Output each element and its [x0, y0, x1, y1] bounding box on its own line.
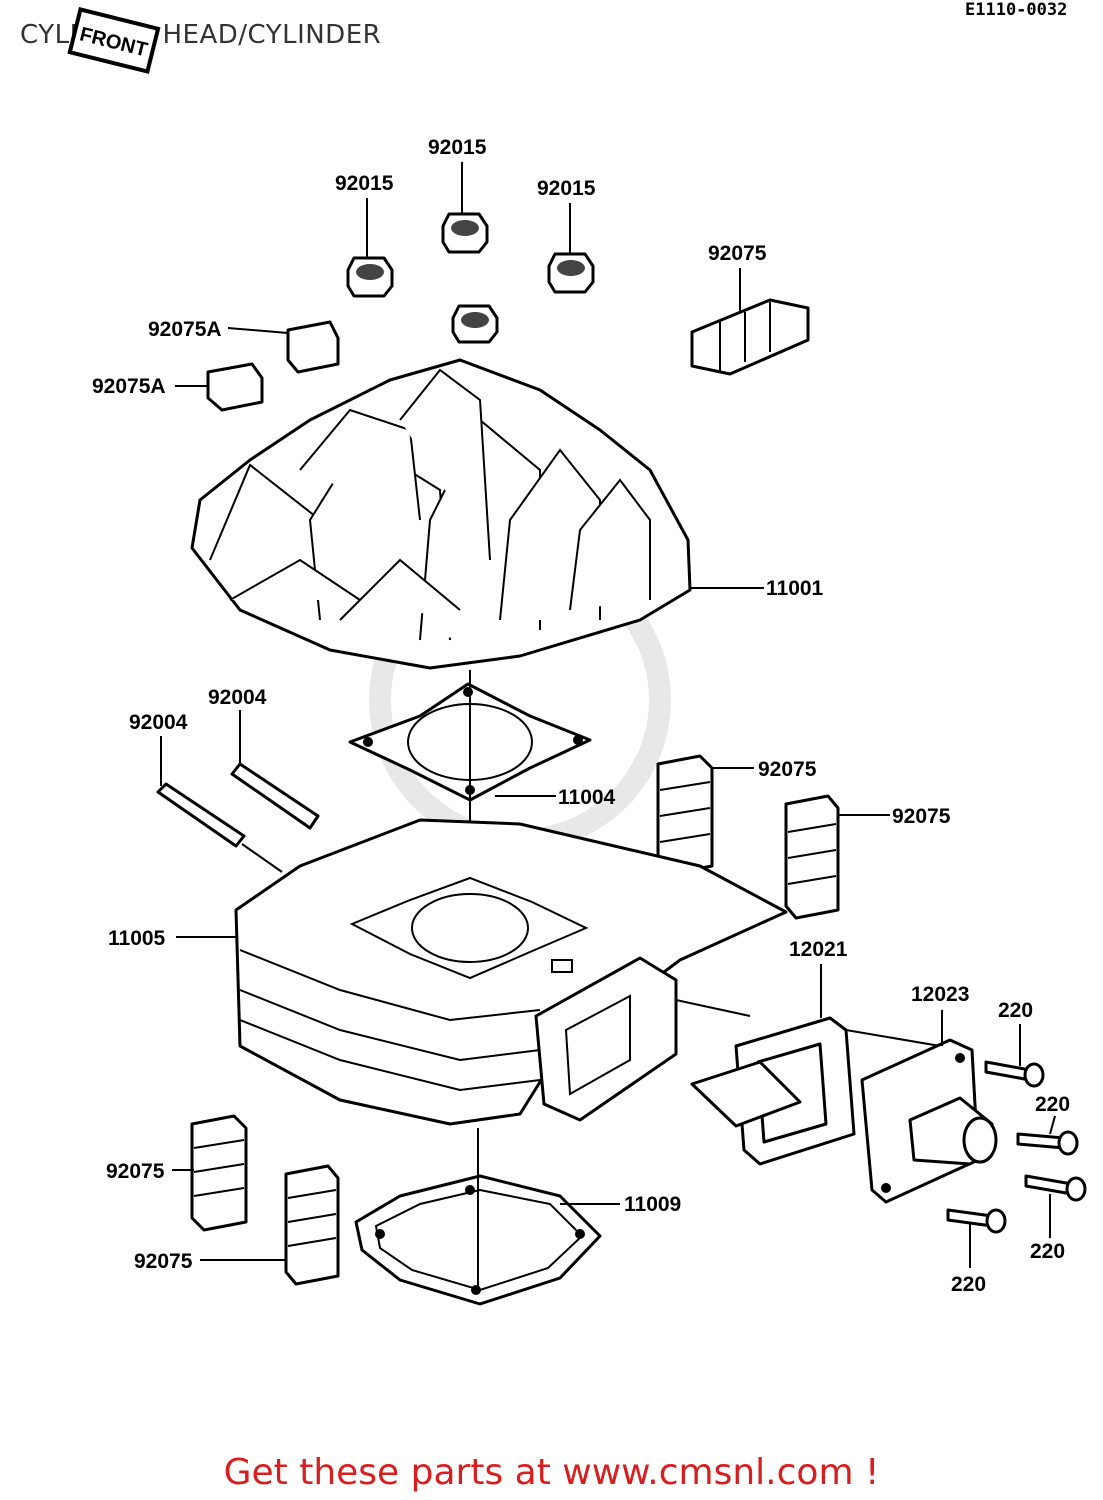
label-11001: 11001 — [766, 577, 824, 600]
label-220-r1: 220 — [1035, 1093, 1070, 1116]
label-92075-top: 92075 — [708, 242, 767, 265]
front-stamp-icon: FRONT — [67, 7, 161, 74]
parts-diagram: FRONT — [67, 7, 1087, 1306]
diagram-code: E1110-0032 — [965, 0, 1068, 20]
label-92075-mid2: 92075 — [892, 805, 951, 828]
damper-stack-bottom-92075-icon — [190, 1114, 340, 1286]
label-92004-right: 92004 — [208, 686, 267, 709]
label-92015-mid: 92015 — [428, 136, 487, 159]
damper-stack-92075-icon — [656, 754, 840, 920]
reed-valve-12021 — [690, 1016, 856, 1166]
label-11009: 11009 — [624, 1193, 681, 1216]
cylinder-11005 — [234, 818, 788, 1126]
label-92004-left: 92004 — [129, 711, 188, 734]
label-12023: 12023 — [911, 983, 969, 1006]
label-92075-mid1: 92075 — [758, 758, 817, 781]
intake-manifold-12023 — [860, 1038, 998, 1204]
nut-92015-icon — [346, 212, 595, 344]
label-92015-right: 92015 — [537, 177, 596, 200]
stud-92004-icon — [156, 762, 320, 848]
screw-220-icon — [946, 1060, 1087, 1234]
label-11005: 11005 — [108, 927, 166, 950]
label-220-r2: 220 — [1030, 1240, 1065, 1263]
label-92075-bl1: 92075 — [106, 1160, 165, 1183]
label-12021: 12021 — [789, 938, 848, 961]
label-92075-bl2: 92075 — [134, 1250, 193, 1273]
damper-92075A-icon — [206, 320, 340, 412]
label-220-top: 220 — [998, 999, 1033, 1022]
cylinder-head-11001 — [190, 358, 692, 670]
label-92015-left: 92015 — [335, 172, 394, 195]
damper-block-92075-icon — [690, 298, 810, 376]
footer-link[interactable]: Get these parts at www.cmsnl.com ! — [223, 1452, 880, 1493]
label-92075A-1: 92075A — [148, 318, 222, 341]
label-92075A-2: 92075A — [92, 375, 166, 398]
label-220-bottom: 220 — [951, 1273, 986, 1296]
label-11004: 11004 — [558, 786, 616, 809]
